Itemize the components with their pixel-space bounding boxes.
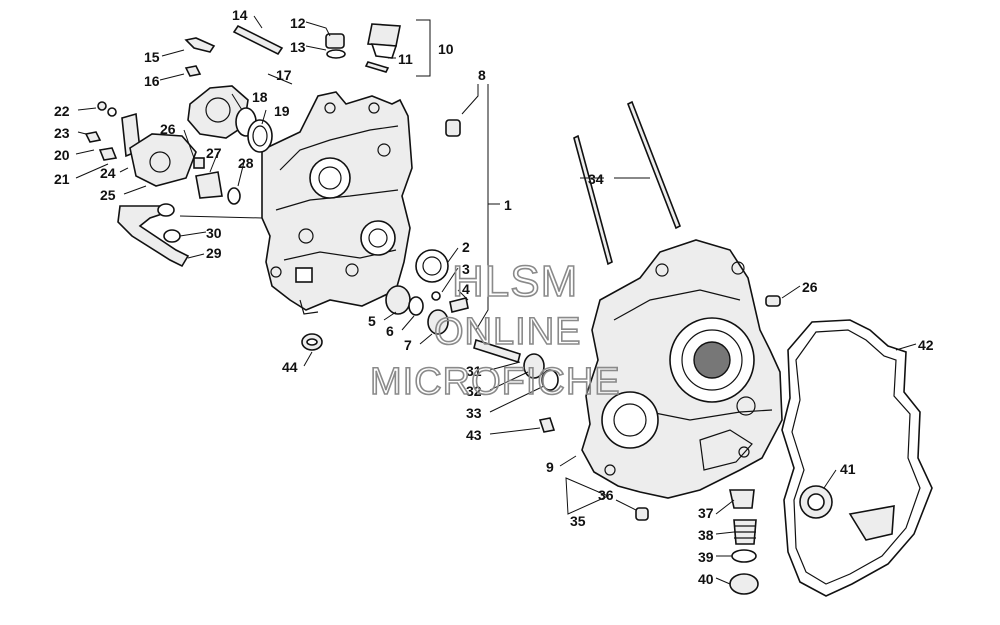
callout-17: 17 — [276, 67, 292, 83]
callout-32: 32 — [466, 383, 482, 399]
callout-21: 21 — [54, 171, 70, 187]
callout-4: 4 — [462, 281, 470, 297]
callout-3: 3 — [462, 261, 470, 277]
callout-24: 24 — [100, 165, 116, 181]
callout-40: 40 — [698, 571, 714, 587]
callout-26: 26 — [160, 121, 176, 137]
callout-11: 11 — [398, 51, 413, 67]
callout-23: 23 — [54, 125, 70, 141]
callout-26-right: 26 — [802, 279, 818, 295]
callout-14: 14 — [232, 7, 248, 23]
crankcase-gasket — [781, 319, 933, 597]
callout-20: 20 — [54, 147, 70, 163]
callout-18: 18 — [252, 89, 268, 105]
callouts: 14 12 13 10 11 15 16 17 8 18 19 22 23 26… — [54, 7, 934, 587]
callout-13: 13 — [290, 39, 306, 55]
callout-36: 36 — [598, 487, 614, 503]
callout-33: 33 — [466, 405, 482, 421]
callout-6: 6 — [386, 323, 394, 339]
watermark-line-1: HLSM — [452, 257, 578, 306]
callout-25: 25 — [100, 187, 116, 203]
callout-27: 27 — [206, 145, 222, 161]
watermark: HLSM ONLINE MICROFICHE — [369, 256, 621, 404]
callout-41: 41 — [840, 461, 856, 477]
left-crankcase-half — [261, 91, 413, 315]
callout-2: 2 — [462, 239, 470, 255]
callout-12: 12 — [290, 15, 306, 31]
callout-44: 44 — [282, 359, 298, 375]
callout-1: 1 — [504, 197, 512, 213]
callout-9: 9 — [546, 459, 554, 475]
callout-38: 38 — [698, 527, 714, 543]
callout-30: 30 — [206, 225, 222, 241]
callout-22: 22 — [54, 103, 70, 119]
callout-31: 31 — [466, 363, 482, 379]
callout-34: 34 — [588, 171, 604, 187]
cylinder-studs — [573, 100, 682, 266]
callout-35: 35 — [570, 513, 586, 529]
callout-10: 10 — [438, 41, 454, 57]
callout-28: 28 — [238, 155, 254, 171]
callout-43: 43 — [466, 427, 482, 443]
callout-7: 7 — [404, 337, 412, 353]
callout-15: 15 — [144, 49, 160, 65]
watermark-line-2: ONLINE — [434, 311, 581, 353]
callout-16: 16 — [144, 73, 160, 89]
callout-39: 39 — [698, 549, 714, 565]
leader-lines — [75, 15, 917, 585]
watermark-line-3: MICROFICHE — [370, 361, 621, 403]
callout-42: 42 — [918, 337, 934, 353]
right-crankcase-half — [581, 239, 783, 499]
callout-29: 29 — [206, 245, 222, 261]
small-parts — [84, 23, 833, 595]
callout-19: 19 — [274, 103, 290, 119]
callout-5: 5 — [368, 313, 376, 329]
callout-8: 8 — [478, 67, 486, 83]
callout-37: 37 — [698, 505, 714, 521]
